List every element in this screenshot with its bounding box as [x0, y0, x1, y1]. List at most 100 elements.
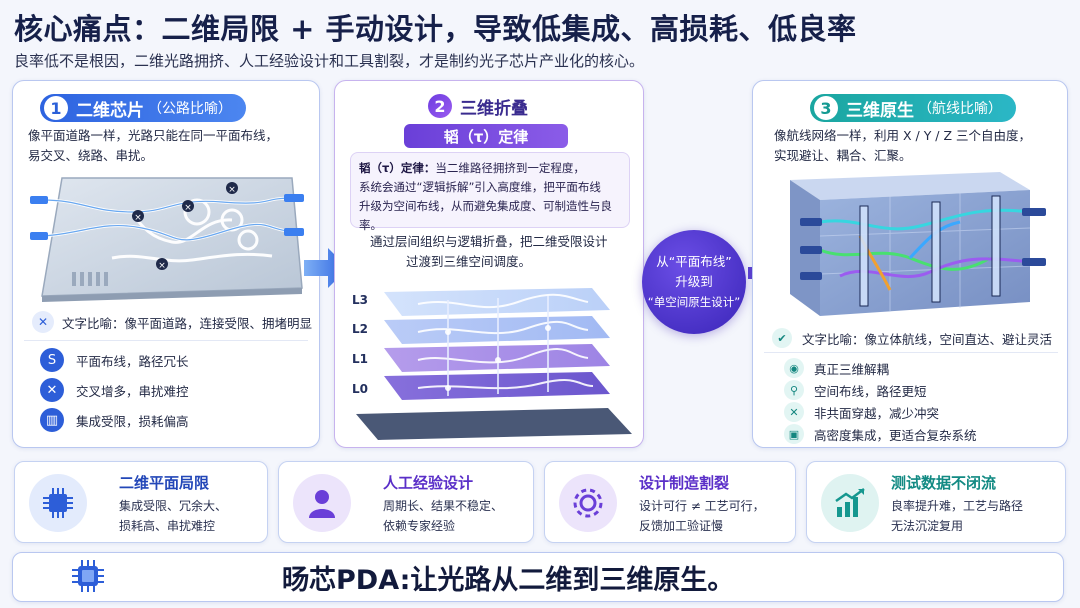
footer-slogan: 旸芯PDA:让光路从二维到三维原生。: [282, 565, 735, 596]
panel3-item: ⚲ 空间布线，路径更短: [784, 380, 927, 400]
panel1-item-text: 交叉增多，串扰难控: [76, 383, 189, 399]
card-desc: 良率提升难，工艺与路径 无法沉淀复用: [891, 496, 1023, 536]
panel3-item-text: 空间布线，路径更短: [814, 383, 927, 399]
law-lead: 韬（τ）定律：: [359, 161, 436, 175]
panel1-number-badge: 1: [44, 96, 68, 120]
card-title: 二维平面局限: [119, 474, 210, 492]
pain-card-manual-design: 人工经验设计 周期长、结果不稳定、 依赖专家经验: [278, 461, 534, 543]
svg-text:×: ×: [134, 213, 142, 223]
path-icon: ⚲: [784, 380, 804, 400]
panel2-desc-line: 通过层间组织与逻辑折叠，把二维受限设计: [370, 234, 608, 249]
card-desc-line: 无法沉淀复用: [891, 519, 964, 533]
page-title: 核心痛点：二维局限 + 手动设计，导致低集成、高损耗、低良率: [14, 12, 857, 46]
card-title: 人工经验设计: [383, 474, 474, 492]
panel2-number-badge: 2: [428, 94, 452, 118]
panel3-number-badge: 3: [814, 96, 838, 120]
panel1-description: 像平面道路一样，光路只能在同一平面布线， 易交叉、绕路、串扰。: [28, 126, 318, 166]
3d-chip-illustration: [790, 172, 1046, 316]
cross-icon: ✕: [40, 378, 64, 402]
panel1-item: ✕ 交叉增多，串扰难控: [40, 378, 189, 402]
svg-text:×: ×: [228, 185, 236, 195]
planar-chip-illustration: × × × ×: [30, 177, 304, 302]
svg-text:×: ×: [184, 203, 192, 213]
transition-line: 从“平面布线”: [656, 254, 732, 269]
panel3-item: ◉ 真正三维解耦: [784, 358, 889, 378]
pain-card-test-data: 测试数据不闭流 良率提升难，工艺与路径 无法沉淀复用: [806, 461, 1066, 543]
transition-line: 升级到: [675, 274, 713, 289]
law-line: 升级为空间布线，从而避免集成度、可制造性与良率。: [359, 199, 612, 232]
page-subtitle: 良率低不是根因，二维光路拥挤、人工经验设计和工具割裂，才是制约光子芯片产业化的核…: [14, 52, 645, 70]
chip-icon: [29, 474, 87, 532]
panel1-title: 二维芯片: [76, 100, 144, 121]
panel1-item-text: 集成受限，损耗偏高: [76, 413, 189, 429]
panel3-item-text: 非共面穿越，减少冲突: [814, 405, 940, 421]
panel1-item-text: 平面布线，路径冗长: [76, 353, 189, 369]
card-desc-line: 依赖专家经验: [383, 519, 456, 533]
law-title: 韬（τ）定律: [404, 124, 568, 148]
transition-line: “单空间原生设计”: [647, 295, 741, 309]
cross-circle-icon: ✕: [32, 311, 54, 333]
density-icon: ▣: [784, 424, 804, 444]
card-desc: 周期长、结果不稳定、 依赖专家经验: [383, 496, 503, 536]
panel1-desc-line: 像平面道路一样，光路只能在同一平面布线，: [28, 128, 279, 143]
layer-label: L1: [352, 352, 368, 366]
panel1-item: S 平面布线，路径冗长: [40, 348, 189, 372]
cross-icon: ✕: [784, 402, 804, 422]
route-icon: S: [40, 348, 64, 372]
pain-card-design-manufacturing: 设计制造割裂 设计可行 ≠ 工艺可行， 反馈加工验证慢: [544, 461, 796, 543]
crossing-marker-icon: × × × ×: [132, 182, 238, 271]
law-description: 韬（τ）定律：当二维路径拥挤到一定程度， 系统会通过“逻辑拆解”引入高度维，把平…: [350, 152, 630, 232]
gear-icon: [559, 474, 617, 532]
card-desc-line: 反馈加工验证慢: [639, 519, 724, 533]
panel1-metaphor-text: 文字比喻：像平面道路，连接受限、拥堵明显: [62, 315, 313, 331]
card-desc-line: 良率提升难，工艺与路径: [891, 499, 1024, 513]
panel3-desc-line: 实现避让、耦合、汇聚。: [774, 148, 912, 163]
transition-badge: 从“平面布线” 升级到 “单空间原生设计”: [642, 230, 746, 334]
panel2-desc-line: 过渡到三维空间调度。: [406, 254, 532, 269]
panel1-metaphor: ✕ 文字比喻：像平面道路，连接受限、拥堵明显: [32, 311, 312, 333]
panel3-hint: （航线比喻）: [918, 101, 1002, 117]
panel3-item-text: 真正三维解耦: [814, 361, 890, 377]
panel3-desc-line: 像航线网络一样，利用 X / Y / Z 三个自由度，: [774, 128, 1032, 143]
card-desc: 设计可行 ≠ 工艺可行， 反馈加工验证慢: [639, 496, 765, 536]
panel1-hint: （公路比喻）: [148, 101, 232, 117]
panel1-title-pill: 1 二维芯片 （公路比喻）: [40, 94, 246, 122]
card-desc-line: 周期长、结果不稳定、: [383, 499, 504, 513]
growth-chart-icon: [821, 474, 879, 532]
panel1-item: ▥ 集成受限，损耗偏高: [40, 408, 189, 432]
card-desc-line: 集成受限、冗余大、: [119, 499, 228, 513]
panel3-title-pill: 3 三维原生 （航线比喻）: [810, 94, 1016, 122]
card-desc-line: 设计可行 ≠ 工艺可行，: [639, 499, 765, 513]
panel3-description: 像航线网络一样，利用 X / Y / Z 三个自由度， 实现避让、耦合、汇聚。: [774, 126, 1066, 166]
panel3-item: ▣ 高密度集成，更适合复杂系统: [784, 424, 977, 444]
divider: [24, 340, 308, 341]
panel1-desc-line: 易交叉、绕路、串扰。: [28, 148, 154, 163]
footer-banner: [12, 552, 1064, 602]
panel3-item: ✕ 非共面穿越，减少冲突: [784, 402, 939, 422]
card-title: 设计制造割裂: [639, 474, 730, 492]
card-title: 测试数据不闭流: [891, 474, 997, 492]
check-route-icon: ✔: [772, 328, 792, 348]
panel2-title-pill: 2 三维折叠: [428, 92, 542, 120]
layered-stack-illustration: [356, 288, 632, 440]
user-icon: [293, 474, 351, 532]
layer-label: L3: [352, 293, 368, 307]
panel2-title: 三维折叠: [460, 98, 528, 119]
card-desc: 集成受限、冗余大、 损耗高、串扰难控: [119, 496, 227, 536]
svg-text:×: ×: [158, 261, 166, 271]
card-desc-line: 损耗高、串扰难控: [119, 519, 216, 533]
bar-chart-icon: ▥: [40, 408, 64, 432]
chip-icon: [72, 560, 104, 592]
panel2-description: 通过层间组织与逻辑折叠，把二维受限设计 过渡到三维空间调度。: [370, 232, 640, 272]
panel3-title: 三维原生: [846, 100, 914, 121]
divider: [764, 352, 1058, 353]
layer-label: L2: [352, 322, 368, 336]
decouple-icon: ◉: [784, 358, 804, 378]
panel3-item-text: 高密度集成，更适合复杂系统: [814, 427, 977, 443]
panel3-metaphor: ✔ 文字比喻：像立体航线，空间直达、避让灵活: [772, 328, 1052, 348]
law-line: 系统会通过“逻辑拆解”引入高度维，把平面布线: [359, 180, 601, 194]
layer-label: L0: [352, 382, 368, 396]
law-line: 当二维路径拥挤到一定程度，: [435, 161, 585, 175]
pain-card-2d-planar: 二维平面局限 集成受限、冗余大、 损耗高、串扰难控: [14, 461, 268, 543]
